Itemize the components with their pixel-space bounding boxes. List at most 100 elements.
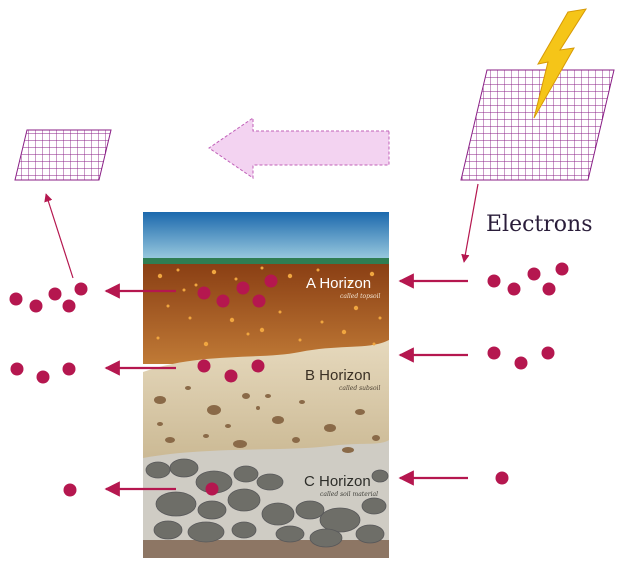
electron-right-a-1 (487, 274, 501, 288)
electron-right-a-2 (507, 282, 521, 296)
topsoil-speck (260, 266, 264, 270)
subsoil-stone (272, 416, 284, 424)
collector-grid (14, 129, 112, 181)
subsoil-stone (292, 437, 300, 443)
subsoil-stone (265, 394, 271, 398)
subsoil-stone (203, 434, 209, 438)
topsoil-speck (176, 268, 180, 272)
soil-material-rock (227, 488, 261, 512)
c-horizon-sublabel: called soil material (320, 491, 378, 498)
electron-inside-b-2 (224, 369, 238, 383)
soil-material-rock (231, 521, 257, 539)
topsoil-speck (372, 342, 376, 346)
soil-material-rock (261, 502, 295, 526)
subsoil-stone (154, 396, 166, 404)
electron-left-b-2 (36, 370, 50, 384)
topsoil-speck (320, 320, 324, 324)
subsoil-stone (207, 405, 221, 415)
bedrock-band (143, 540, 389, 558)
electron-right-a-3 (527, 267, 541, 281)
soil-material-rock (256, 473, 284, 491)
subsoil-stone (355, 409, 365, 415)
soil-material-rock (319, 507, 361, 533)
topsoil-speck (278, 310, 282, 314)
b-horizon-label: B Horizon (305, 367, 371, 384)
topsoil-speck (157, 273, 163, 279)
electron-left-a-1 (9, 292, 23, 306)
electron-right-b-2 (514, 356, 528, 370)
grid-to-electrons-arrow (461, 183, 479, 263)
subsoil-stone (256, 406, 260, 410)
soil-material-rock (145, 461, 171, 479)
electron-inside-a-1 (197, 286, 211, 300)
topsoil-speck (188, 316, 192, 320)
electron-inside-c-1 (205, 482, 219, 496)
subsoil-stone (233, 440, 247, 448)
soil-material-rock (361, 497, 387, 515)
topsoil-speck (298, 338, 302, 342)
lightning-icon (533, 8, 588, 119)
topsoil-speck (341, 329, 347, 335)
topsoil-speck (156, 336, 160, 340)
topsoil-speck (234, 277, 238, 281)
topsoil-speck (369, 271, 375, 277)
soil-material-rock (155, 491, 197, 517)
sky (143, 212, 389, 264)
electron-left-a-2 (29, 299, 43, 313)
topsoil-speck (229, 317, 235, 323)
source-grid (460, 69, 615, 181)
b-horizon-stones (154, 386, 380, 453)
topsoil-speck (203, 341, 209, 347)
subsoil-stone (324, 424, 336, 432)
soil-material-rock (169, 458, 199, 478)
soil-material-rock (153, 520, 183, 540)
topsoil-speck (287, 273, 293, 279)
topsoil-speck (353, 305, 359, 311)
subsoil-stone (157, 422, 163, 426)
electron-inside-b-1 (197, 359, 211, 373)
electron-inside-a-3 (236, 281, 250, 295)
subsoil-stone (299, 400, 305, 404)
topsoil-speck (246, 332, 250, 336)
electrons (9, 262, 569, 497)
electron-left-c-1 (63, 483, 77, 497)
electron-right-b-1 (487, 346, 501, 360)
electrons-label: Electrons (486, 212, 593, 237)
grass-line (143, 258, 389, 264)
electron-right-a-5 (555, 262, 569, 276)
topsoil-speck (166, 304, 170, 308)
c-horizon-label: C Horizon (304, 473, 371, 490)
topsoil-speck (316, 268, 320, 272)
electron-inside-a-5 (264, 274, 278, 288)
electron-left-a-4 (62, 299, 76, 313)
electron-inside-a-2 (216, 294, 230, 308)
electron-right-c-1 (495, 471, 509, 485)
soil-material-rock (309, 528, 343, 548)
soil-material-rock (355, 524, 385, 544)
topsoil-speck (211, 269, 217, 275)
electron-right-a-4 (542, 282, 556, 296)
electron-left-b-1 (10, 362, 24, 376)
electron-inside-a-4 (252, 294, 266, 308)
a-horizon-sublabel: called topsoil (340, 293, 381, 300)
soil-material-rock (295, 500, 325, 520)
b-horizon-sublabel: called subsoil (339, 385, 380, 392)
subsoil-stone (185, 386, 191, 390)
soil-material-rock (275, 525, 305, 543)
c-horizon-rocks (145, 458, 389, 548)
flow-arrow-icon (208, 117, 390, 179)
electron-right-b-3 (541, 346, 555, 360)
electron-left-b-3 (62, 362, 76, 376)
electron-left-a-3 (48, 287, 62, 301)
electrons-to-left-grid-arrow (44, 193, 74, 279)
topsoil-speck (378, 316, 382, 320)
a-horizon-specks (156, 266, 382, 347)
subsoil-stone (342, 447, 354, 453)
subsoil-stone (165, 437, 175, 443)
soil-profile: A Horizon called topsoil B Horizon calle… (143, 212, 389, 558)
topsoil-speck (194, 283, 198, 287)
electron-inside-b-3 (251, 359, 265, 373)
subsoil-stone (225, 424, 231, 428)
subsoil-stone (372, 435, 380, 441)
